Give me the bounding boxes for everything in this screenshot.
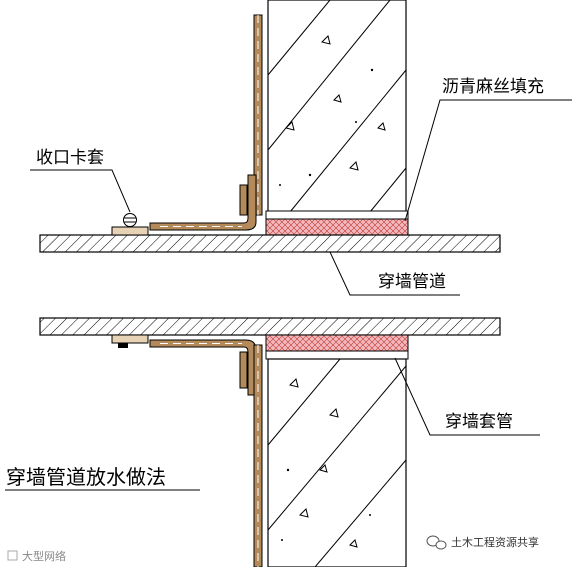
wechat-icon	[426, 535, 447, 550]
collar-clamp-upper	[111, 213, 149, 236]
logo-icon	[7, 550, 18, 561]
membrane-lower	[149, 339, 263, 567]
membrane-upper	[149, 14, 263, 231]
sleeve-lower-bottom	[265, 350, 409, 360]
watermark-left: 大型网络	[22, 549, 66, 563]
label-wall-sleeve: 穿墙套管	[445, 412, 513, 432]
label-asphalt-fill: 沥青麻丝填充	[442, 77, 544, 97]
collar-clamp-lower	[111, 334, 149, 348]
leader-wall-sleeve	[394, 357, 540, 436]
wall-lower	[267, 358, 407, 567]
wall-upper	[267, 0, 407, 213]
leader-through-pipe	[329, 251, 460, 296]
leader-collar	[30, 169, 131, 213]
label-collar: 收口卡套	[36, 148, 104, 168]
through-pipe-lower	[39, 317, 501, 336]
through-pipe-upper	[39, 234, 501, 253]
leader-asphalt	[404, 99, 572, 222]
sleeve-upper-top	[265, 210, 409, 220]
asphalt-filler-upper	[265, 218, 409, 236]
label-through-pipe: 穿墙管道	[378, 272, 446, 292]
watermark-right: 土木工程资源共享	[451, 535, 539, 549]
asphalt-filler-lower	[265, 334, 409, 352]
diagram-title: 穿墙管道放水做法	[6, 465, 166, 489]
